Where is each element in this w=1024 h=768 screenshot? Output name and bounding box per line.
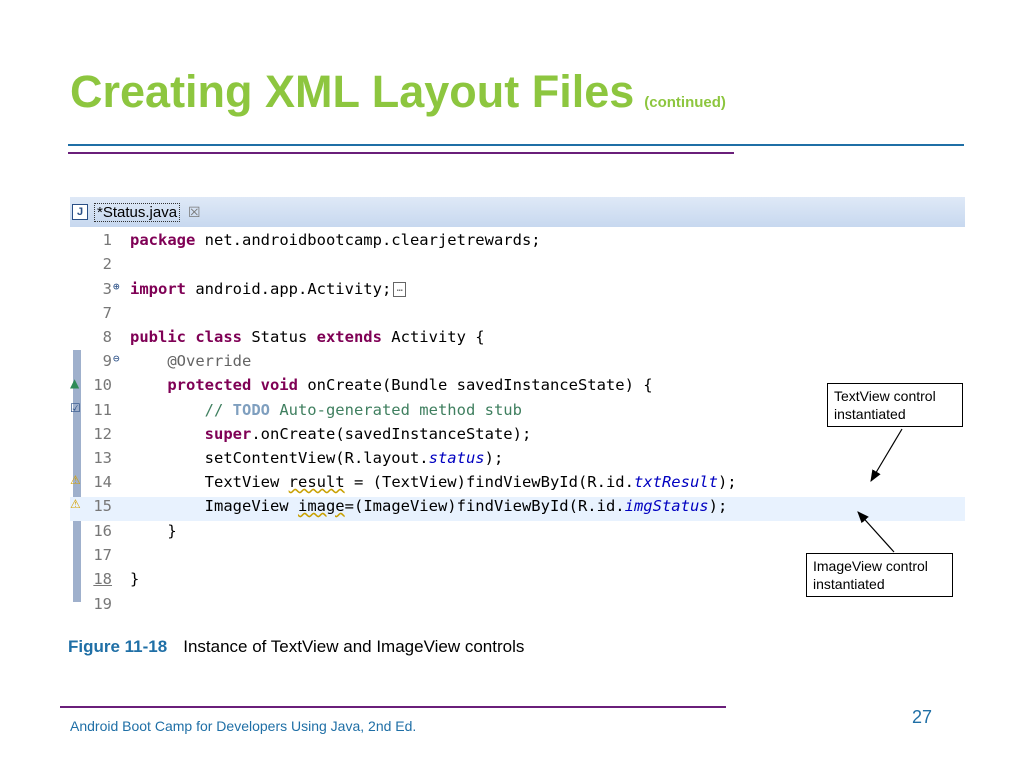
warning-icon[interactable]: ⚠ [70, 473, 81, 487]
code-line: ▲10 protected void onCreate(Bundle saved… [70, 376, 653, 394]
warning-icon[interactable]: ⚠ [70, 497, 81, 511]
collapsed-region-icon[interactable]: … [393, 282, 407, 297]
code-line: ☑11 // TODO Auto-generated method stub [70, 401, 522, 419]
collapse-fold-icon[interactable]: ⊖ [113, 352, 120, 365]
footer-text: Android Boot Camp for Developers Using J… [70, 718, 417, 734]
page-number: 27 [912, 707, 933, 727]
code-line: ⚠14 TextView result = (TextView)findView… [70, 473, 737, 491]
title-divider-purple [68, 152, 734, 154]
callout-imageview: ImageView control instantiated [806, 553, 953, 597]
figure-caption-text: Instance of TextView and ImageView contr… [183, 637, 525, 656]
code-line: 16 } [93, 522, 177, 540]
task-checkbox-icon: ☑ [70, 401, 81, 415]
code-line: 13 setContentView(R.layout.status); [93, 449, 504, 467]
code-line: 9⊖ @Override [102, 352, 252, 370]
code-line: 19 [93, 595, 112, 610]
java-file-icon: J [72, 204, 88, 220]
figure-number: Figure 11-18 [68, 637, 168, 656]
figure-caption: Figure 11-18 Instance of TextView and Ima… [68, 637, 524, 657]
close-icon[interactable]: ☒ [188, 203, 201, 220]
editor-tab-status-java[interactable]: J *Status.java ☒ [72, 199, 201, 225]
code-line-current: ⚠15 ImageView image=(ImageView)findViewB… [70, 497, 965, 521]
callout-textview: TextView control instantiated [827, 383, 963, 427]
override-marker-icon: ▲ [70, 376, 80, 390]
editor-tab-bar: J *Status.java ☒ [70, 197, 965, 227]
title-divider-blue [68, 144, 964, 146]
code-line: 12 super.onCreate(savedInstanceState); [93, 425, 532, 443]
change-gutter-bar [73, 350, 81, 602]
footer-divider [60, 706, 726, 708]
editor-tab-label: *Status.java [94, 202, 181, 222]
code-line: 17 [93, 546, 112, 564]
code-line: 3⊕import android.app.Activity;… [70, 280, 965, 304]
code-line: 2 [102, 255, 112, 273]
slide-title: Creating XML Layout Files(continued) [70, 66, 726, 117]
code-line: 7 [102, 304, 112, 322]
code-line: 18} [93, 570, 140, 588]
expand-fold-icon[interactable]: ⊕ [113, 280, 120, 293]
slide-title-suffix: (continued) [644, 94, 726, 111]
